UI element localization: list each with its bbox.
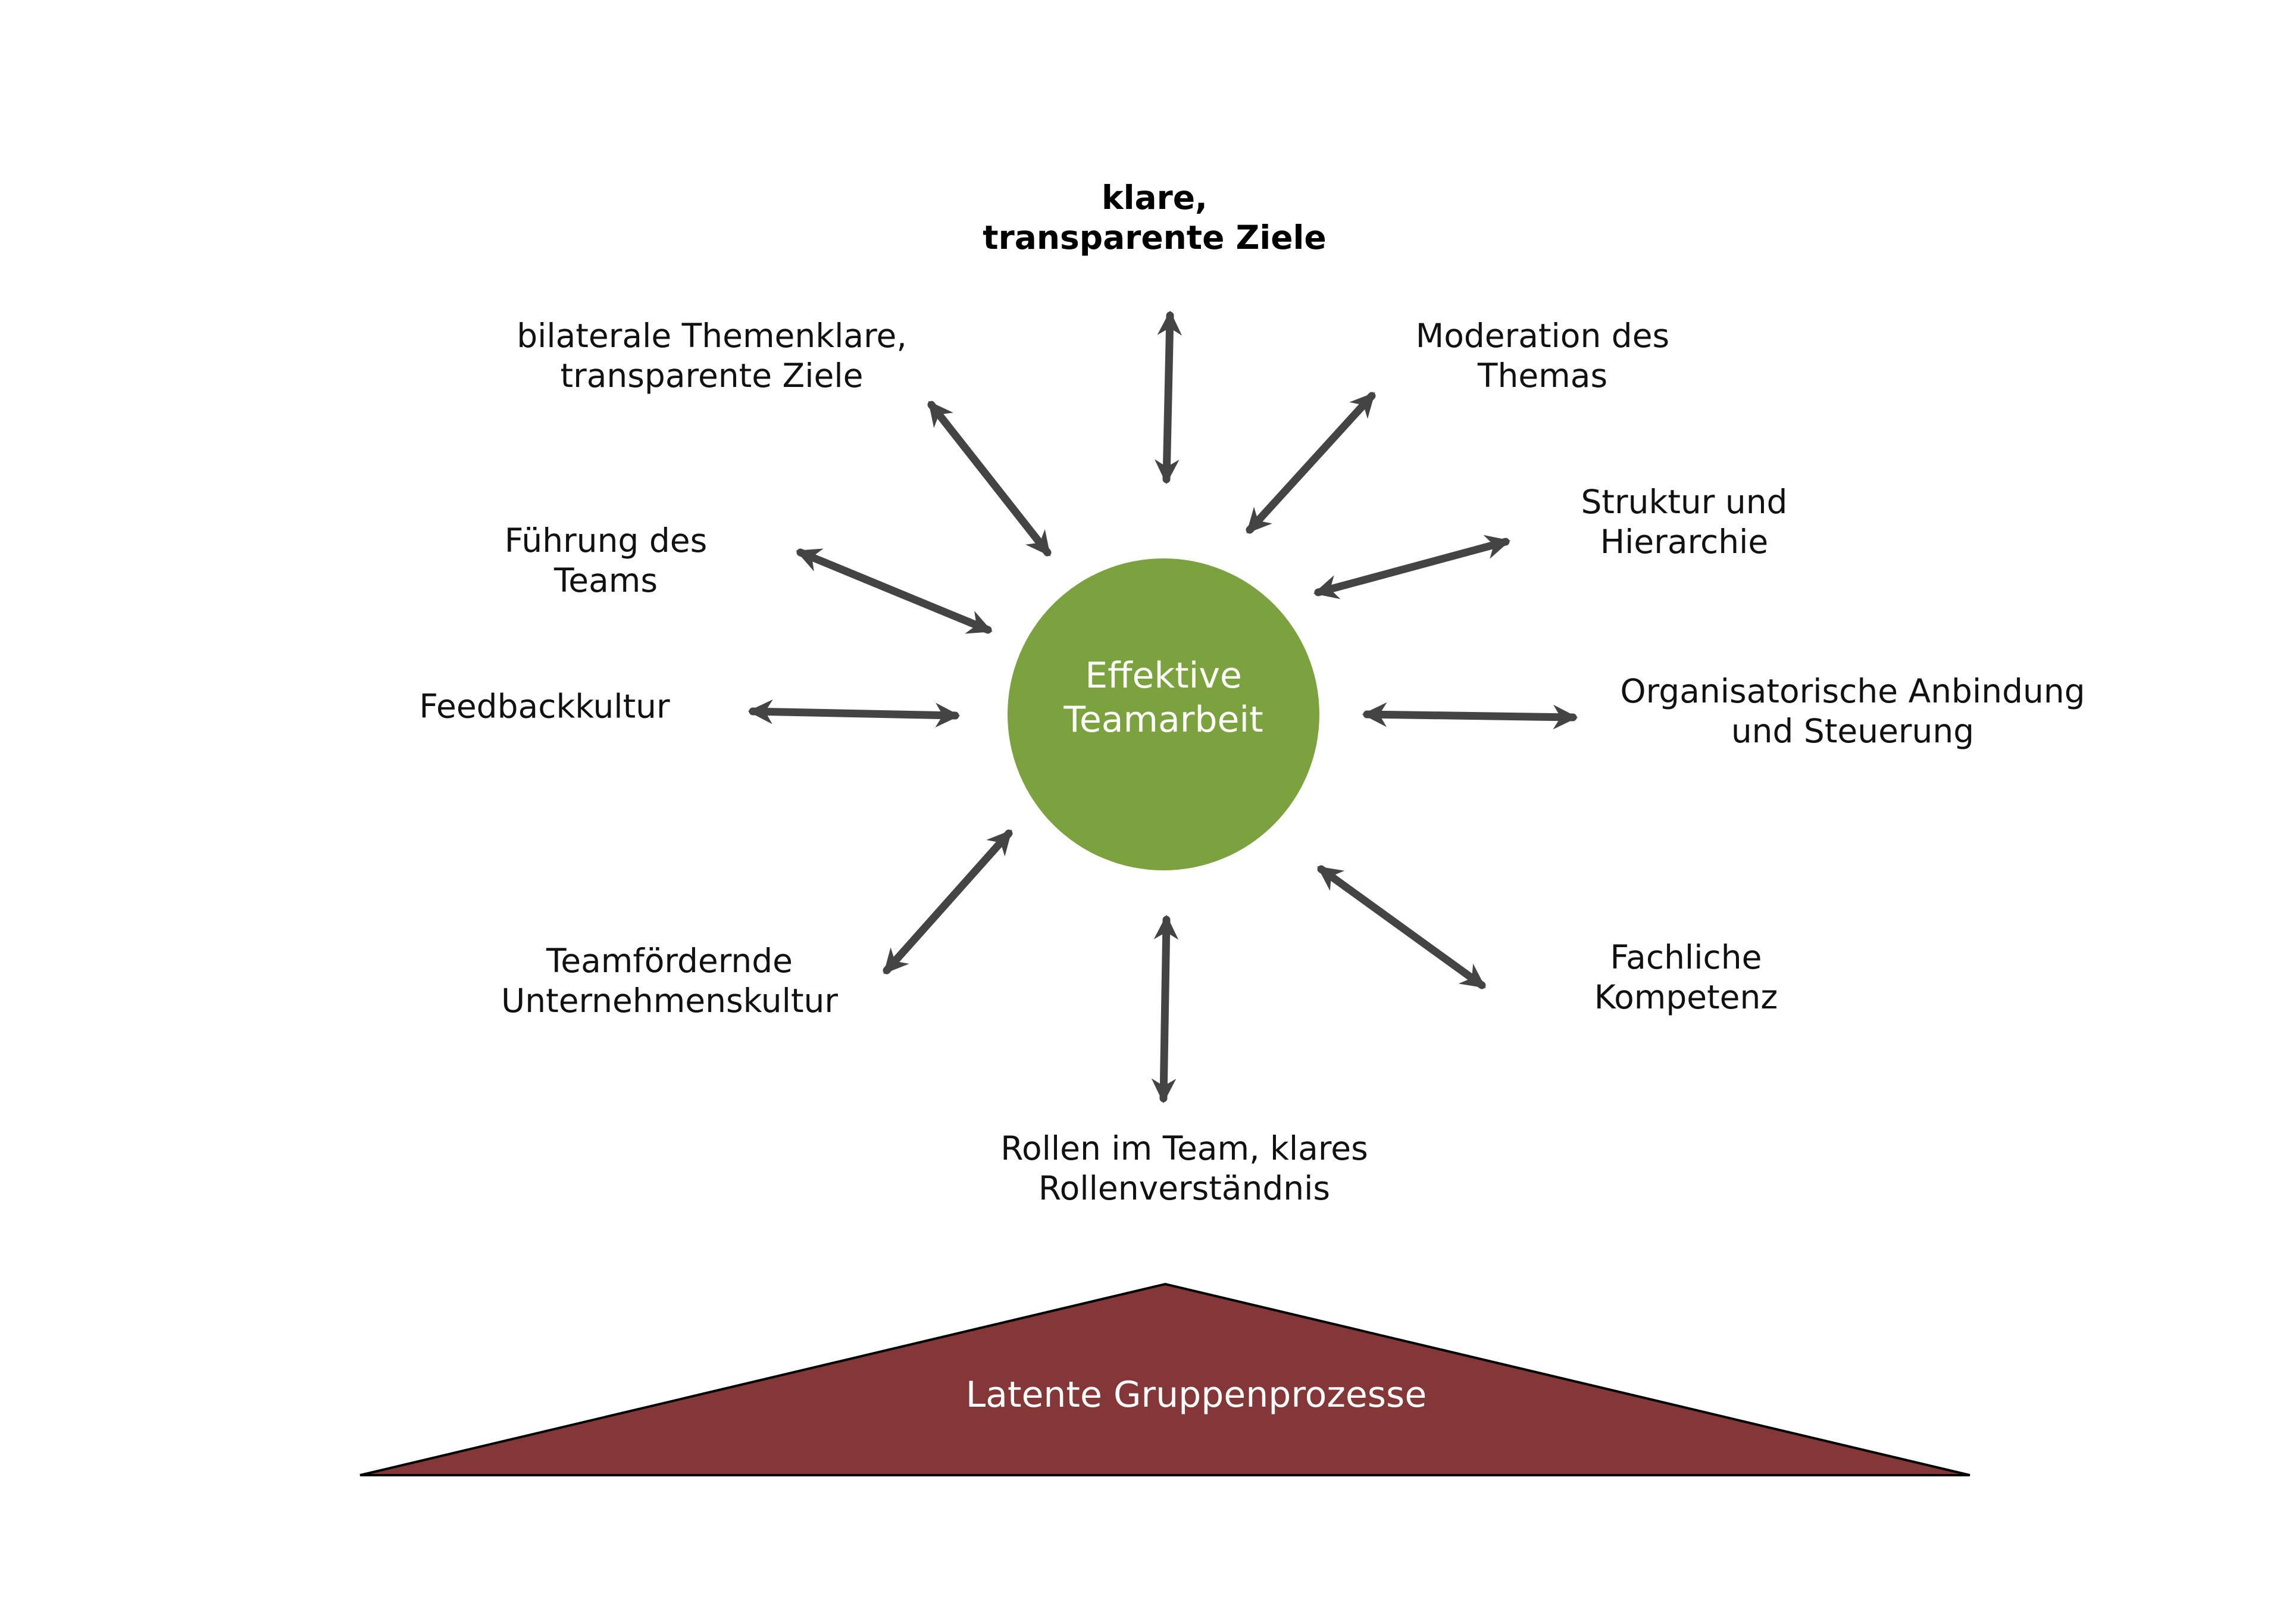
latent-processes-triangle: [359, 1282, 1970, 1476]
label-kompetenz: Fachliche Kompetenz: [1594, 938, 1778, 1017]
label-line: Themas: [1477, 357, 1608, 395]
label-struktur: Struktur und Hierarchie: [1581, 482, 1788, 562]
label-line: klare,: [1102, 179, 1208, 217]
label-line: Hierarchie: [1600, 523, 1769, 561]
arrow-kompetenz: [1317, 865, 1486, 989]
label-line: Rollenverständnis: [1038, 1169, 1331, 1207]
center-label-line: Teamarbeit: [1063, 699, 1263, 741]
label-line: Feedbackkultur: [419, 687, 670, 726]
label-anbindung: Organisatorische Anbindung und Steuerung: [1620, 672, 2085, 751]
label-line: Teams: [553, 561, 658, 599]
label-line: Teamfördernde: [546, 942, 793, 980]
arrow-struktur: [1313, 535, 1511, 599]
label-line: transparente Ziele: [983, 218, 1327, 257]
label-kultur: Teamfördernde Unternehmenskultur: [501, 941, 838, 1021]
label-feedback: Feedbackkultur: [419, 687, 670, 727]
label-line: Unternehmenskultur: [501, 982, 838, 1020]
label-line: transparente Ziele: [560, 357, 864, 395]
arrow-rollen: [1151, 914, 1179, 1104]
label-line: Kompetenz: [1594, 978, 1778, 1016]
label-line: Rollen im Team, klares: [1000, 1129, 1368, 1167]
arrow-feedback: [747, 699, 961, 728]
center-label-line: Effektive: [1085, 655, 1242, 697]
center-circle: [1008, 558, 1319, 870]
arrow-fuehrung: [796, 548, 993, 634]
label-line: bilaterale Themenklare,: [517, 317, 907, 355]
label-line: Fachliche: [1610, 938, 1762, 976]
label-rollen: Rollen im Team, klares Rollenverständnis: [1000, 1129, 1368, 1208]
label-line: Organisatorische Anbindung: [1620, 672, 2085, 710]
center-label: Effektive Teamarbeit: [1063, 654, 1263, 742]
label-ziele: klare, transparente Ziele: [983, 178, 1326, 258]
label-line: Moderation des: [1415, 317, 1670, 355]
base-label: Latente Gruppenprozesse: [965, 1374, 1427, 1416]
arrow-bilateral: [927, 401, 1052, 557]
label-line: und Steuerung: [1731, 712, 1975, 750]
label-line: Führung des: [504, 521, 708, 560]
arrow-ziele: [1154, 310, 1183, 485]
label-moderation: Moderation des Themas: [1416, 316, 1669, 396]
arrow-moderation: [1246, 392, 1376, 534]
arrow-anbindung: [1362, 702, 1578, 730]
label-line: Struktur und: [1581, 483, 1788, 521]
label-fuehrung: Führung des Teams: [505, 521, 707, 601]
arrow-kultur: [883, 829, 1013, 975]
label-bilateral: bilaterale Themenklare, transparente Zie…: [517, 316, 907, 396]
